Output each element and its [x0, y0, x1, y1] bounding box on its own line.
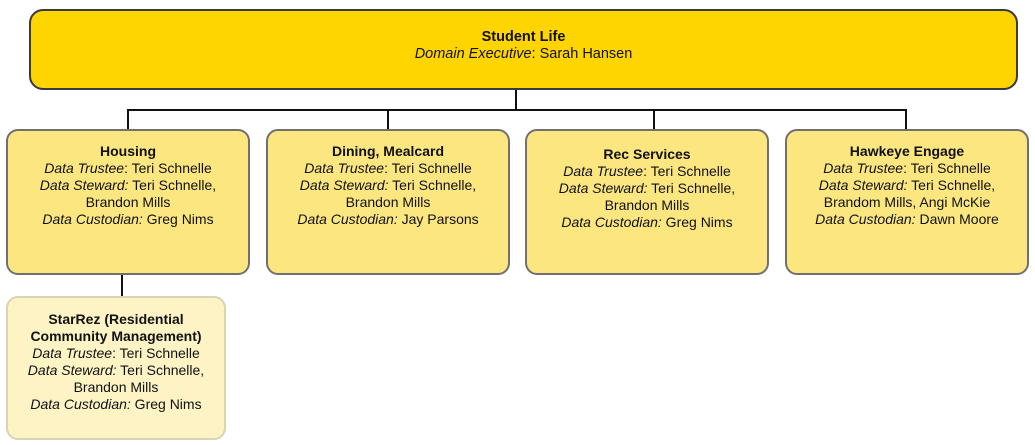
- connector-to-hawkeye-engage: [905, 109, 907, 130]
- role-value: : Teri Schnelle: [643, 163, 731, 179]
- node-title: Dining, Mealcard: [331, 143, 445, 159]
- connector-to-rec-services: [653, 109, 655, 130]
- node-line-trustee: Data Trustee: Teri Schnelle: [527, 163, 767, 180]
- org-node-starrez: StarRez (Residential Community Managemen…: [6, 296, 226, 440]
- role-value: Brandon Mills: [73, 379, 159, 395]
- role-label: Data Trustee: [823, 160, 904, 176]
- role-label: Data Steward:: [558, 180, 648, 196]
- org-node-hawkeye-engage: Hawkeye Engage Data Trustee: Teri Schnel…: [785, 129, 1029, 275]
- role-value: Brandon Mills: [604, 197, 690, 213]
- node-line-trustee: Data Trustee: Teri Schnelle: [8, 160, 248, 177]
- role-value: Teri Schnelle,: [647, 180, 736, 196]
- role-value: Brandom Mills, Angi McKie: [823, 194, 991, 210]
- connector-horizontal-bus: [127, 109, 907, 111]
- role-label: Data Custodian:: [561, 214, 662, 230]
- node-line-steward-cont: Brandon Mills: [8, 379, 224, 396]
- node-line-steward: Data Steward: Teri Schnelle,: [527, 180, 767, 197]
- node-line-steward-cont: Brandom Mills, Angi McKie: [787, 194, 1027, 211]
- node-line-custodian: Data Custodian: Jay Parsons: [268, 211, 508, 228]
- role-value: Dawn Moore: [915, 211, 999, 227]
- role-label: Data Custodian:: [815, 211, 916, 227]
- node-role-line: Domain Executive: Sarah Hansen: [31, 46, 1016, 63]
- org-node-housing: Housing Data Trustee: Teri Schnelle Data…: [6, 129, 250, 275]
- role-value: Teri Schnelle,: [907, 177, 996, 193]
- node-line-steward: Data Steward: Teri Schnelle,: [268, 177, 508, 194]
- role-label: Data Trustee: [44, 160, 125, 176]
- node-line-steward: Data Steward: Teri Schnelle,: [8, 362, 224, 379]
- node-title-line1: StarRez (Residential: [48, 311, 184, 327]
- role-value: Teri Schnelle,: [388, 177, 477, 193]
- role-label: Data Steward:: [39, 177, 129, 193]
- node-line-custodian: Data Custodian: Greg Nims: [8, 396, 224, 413]
- role-value: Teri Schnelle,: [128, 177, 217, 193]
- role-value: : Teri Schnelle: [903, 160, 991, 176]
- role-value: : Sarah Hansen: [531, 46, 633, 62]
- node-title: Hawkeye Engage: [849, 143, 965, 159]
- connector-to-dining: [387, 109, 389, 130]
- role-label: Data Custodian:: [42, 211, 143, 227]
- node-line-trustee: Data Trustee: Teri Schnelle: [787, 160, 1027, 177]
- role-label: Domain Executive: [414, 46, 532, 62]
- node-title: Rec Services: [603, 146, 691, 162]
- node-line-trustee: Data Trustee: Teri Schnelle: [268, 160, 508, 177]
- node-line-steward: Data Steward: Teri Schnelle,: [8, 177, 248, 194]
- role-value: Greg Nims: [661, 214, 733, 230]
- role-label: Data Trustee: [32, 345, 113, 361]
- node-line-steward-cont: Brandon Mills: [268, 194, 508, 211]
- node-line-custodian: Data Custodian: Greg Nims: [527, 214, 767, 231]
- role-label: Data Trustee: [563, 163, 644, 179]
- node-line-steward-cont: Brandon Mills: [8, 194, 248, 211]
- role-value: Brandon Mills: [85, 194, 171, 210]
- connector-root-down: [515, 90, 517, 110]
- node-line-trustee: Data Trustee: Teri Schnelle: [8, 345, 224, 362]
- org-node-rec-services: Rec Services Data Trustee: Teri Schnelle…: [525, 129, 769, 275]
- node-title-line2: Community Management): [30, 328, 202, 344]
- connector-to-housing: [127, 109, 129, 130]
- role-value: : Teri Schnelle: [112, 345, 200, 361]
- role-label: Data Steward:: [299, 177, 389, 193]
- role-value: Jay Parsons: [397, 211, 479, 227]
- role-label: Data Custodian:: [297, 211, 398, 227]
- node-line-steward: Data Steward: Teri Schnelle,: [787, 177, 1027, 194]
- role-value: Teri Schnelle,: [116, 362, 205, 378]
- role-value: Greg Nims: [142, 211, 214, 227]
- role-label: Data Trustee: [304, 160, 385, 176]
- node-line-custodian: Data Custodian: Dawn Moore: [787, 211, 1027, 228]
- role-value: : Teri Schnelle: [384, 160, 472, 176]
- org-node-student-life: Student Life Domain Executive: Sarah Han…: [29, 9, 1018, 90]
- role-label: Data Steward:: [27, 362, 117, 378]
- org-node-dining-mealcard: Dining, Mealcard Data Trustee: Teri Schn…: [266, 129, 510, 275]
- node-line-custodian: Data Custodian: Greg Nims: [8, 211, 248, 228]
- role-value: : Teri Schnelle: [124, 160, 212, 176]
- connector-housing-to-starrez: [121, 275, 123, 296]
- node-line-steward-cont: Brandon Mills: [527, 197, 767, 214]
- node-title: Housing: [100, 143, 156, 159]
- role-label: Data Steward:: [818, 177, 908, 193]
- role-value: Brandon Mills: [345, 194, 431, 210]
- role-value: Greg Nims: [130, 396, 202, 412]
- node-title: Student Life: [481, 29, 566, 45]
- role-label: Data Custodian:: [30, 396, 131, 412]
